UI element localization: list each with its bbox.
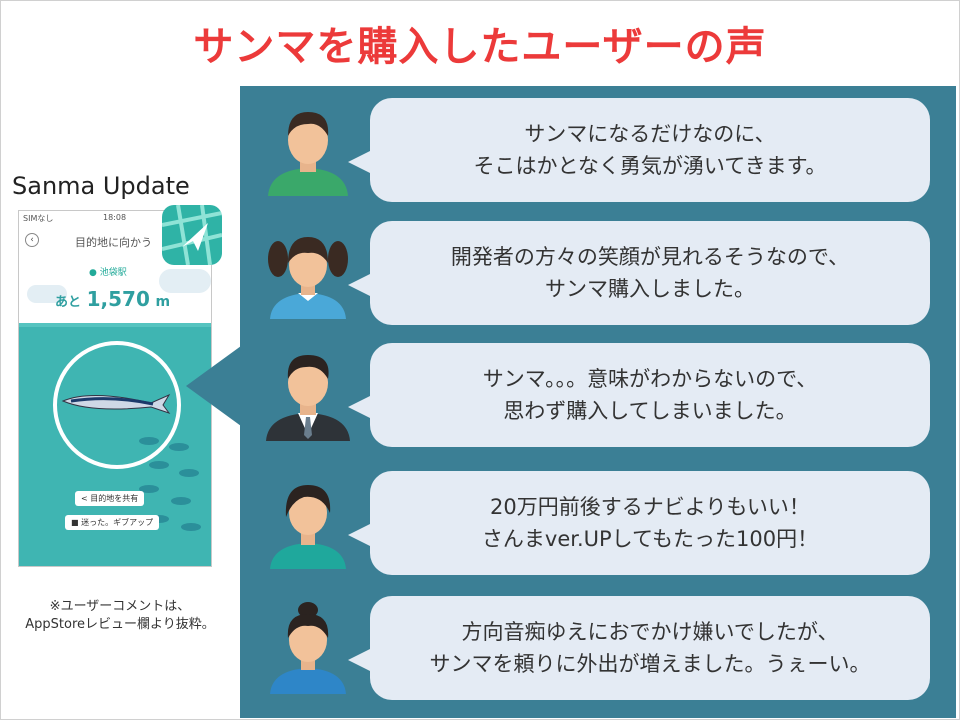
app-name-label: Sanma Update — [12, 172, 190, 200]
footnote: ※ユーザーコメントは、 AppStoreレビュー欄より抜粋。 — [25, 599, 215, 632]
review-row: サンマになるだけなのに、そこはかとなく勇気が湧いてきます。 — [240, 92, 956, 202]
callout-pointer — [186, 346, 241, 426]
review-bubble: 20万円前後するナビよりもいい！さんまver.UPしてもたった100円！ — [348, 471, 930, 575]
woman-short-hair-icon — [270, 485, 346, 569]
review-bubble: サンマ。。。意味がわからないので、思わず購入してしまいました。 — [348, 343, 930, 447]
review-bubble: 方向音痴ゆえにおでかけ嫌いでしたが、サンマを頼りに外出が増えました。うぇーい。 — [348, 596, 930, 700]
review-row: サンマ。。。意味がわからないので、思わず購入してしまいました。 — [240, 337, 956, 447]
station-label: ● 池袋駅 — [89, 268, 127, 278]
give-up-button[interactable]: ■ 迷った。ギブアップ — [65, 515, 160, 530]
map-app-icon — [162, 205, 222, 265]
review-row: 開発者の方々の笑顔が見れるそうなので、サンマ購入しました。 — [240, 215, 956, 325]
woman-bun-icon — [270, 602, 346, 694]
review-row: 20万円前後するナビよりもいい！さんまver.UPしてもたった100円！ — [240, 465, 956, 575]
status-bar: SIMなし 18:08 — [19, 211, 211, 227]
share-destination-button[interactable]: < 目的地を共有 — [75, 491, 145, 506]
sky-area: ● 池袋駅 あと 1,570 m — [19, 255, 211, 331]
man-suit-icon — [266, 355, 350, 441]
info-icon: ● — [89, 268, 97, 278]
man-green-shirt-icon — [268, 112, 348, 196]
share-icon: < — [81, 494, 88, 503]
cloud-icon — [27, 285, 67, 303]
review-row: 方向音痴ゆえにおでかけ嫌いでしたが、サンマを頼りに外出が増えました。うぇーい。 — [240, 590, 956, 700]
distance-readout: あと 1,570 m — [55, 287, 171, 311]
nav-title: 目的地に向かう — [75, 236, 152, 249]
saury-fish-icon — [61, 393, 171, 414]
time-label: 18:08 — [103, 213, 127, 222]
slide-title: サンマを購入したユーザーの声 — [193, 24, 767, 70]
fish-school-icon — [139, 437, 201, 531]
back-icon[interactable]: ‹ — [25, 233, 39, 247]
fish-circle — [53, 341, 181, 469]
girl-pigtails-icon — [268, 237, 348, 319]
phone-screenshot: SIMなし 18:08 ‹ 目的地に向かう ● 池袋駅 あと 1,570 m <… — [18, 210, 212, 567]
review-bubble: 開発者の方々の笑顔が見れるそうなので、サンマ購入しました。 — [348, 221, 930, 325]
carrier-label: SIMなし — [23, 214, 54, 223]
review-bubble: サンマになるだけなのに、そこはかとなく勇気が湧いてきます。 — [348, 98, 930, 202]
stop-icon: ■ — [71, 518, 79, 527]
cloud-icon — [159, 269, 211, 293]
